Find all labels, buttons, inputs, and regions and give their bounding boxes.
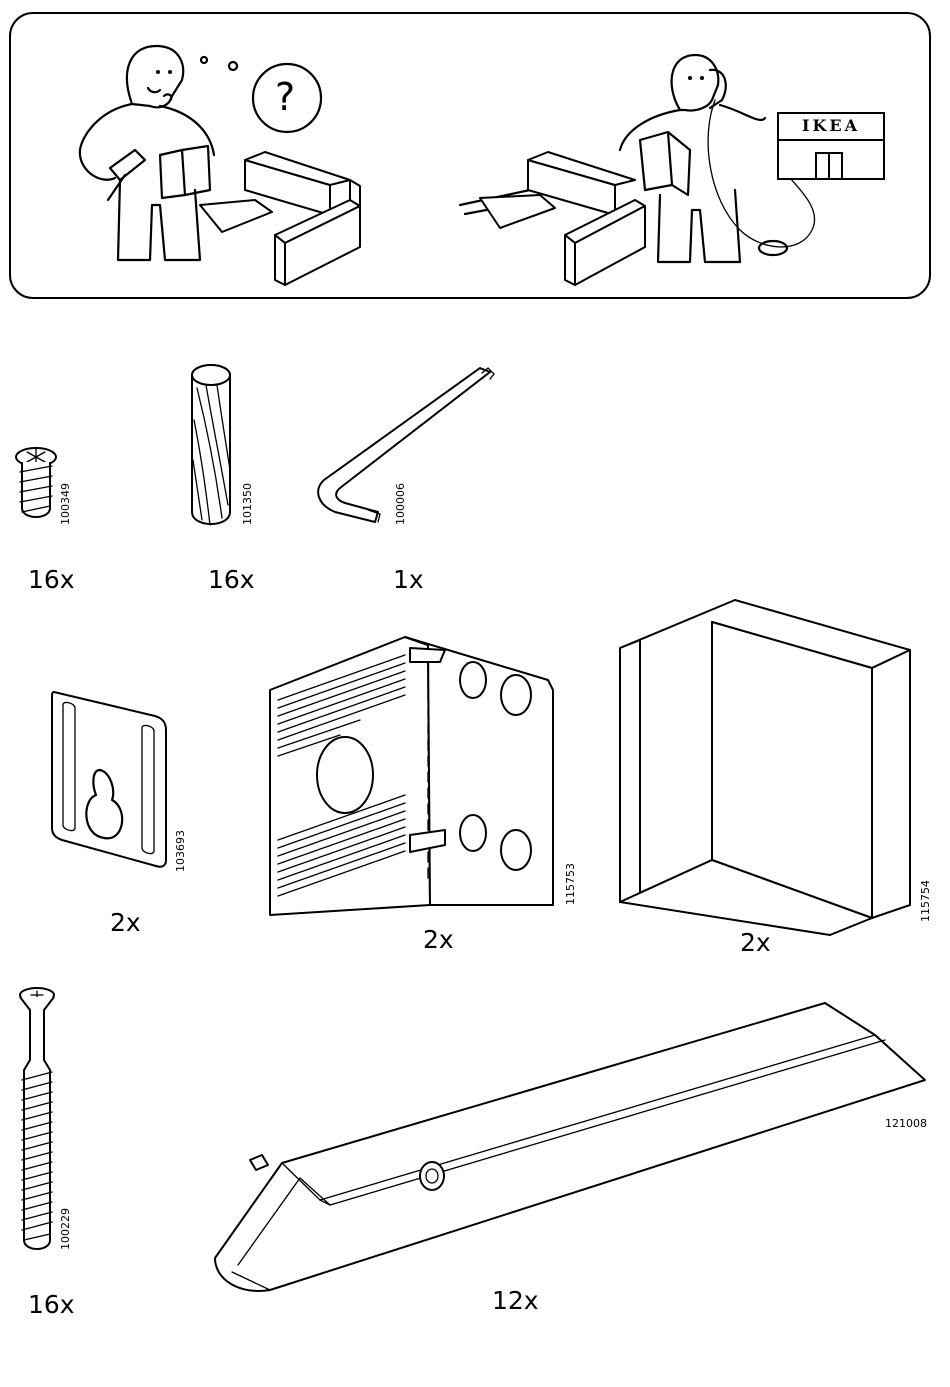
part-code-121008: 121008 bbox=[885, 1118, 927, 1129]
part-qty-121008: 12x bbox=[492, 1288, 539, 1313]
